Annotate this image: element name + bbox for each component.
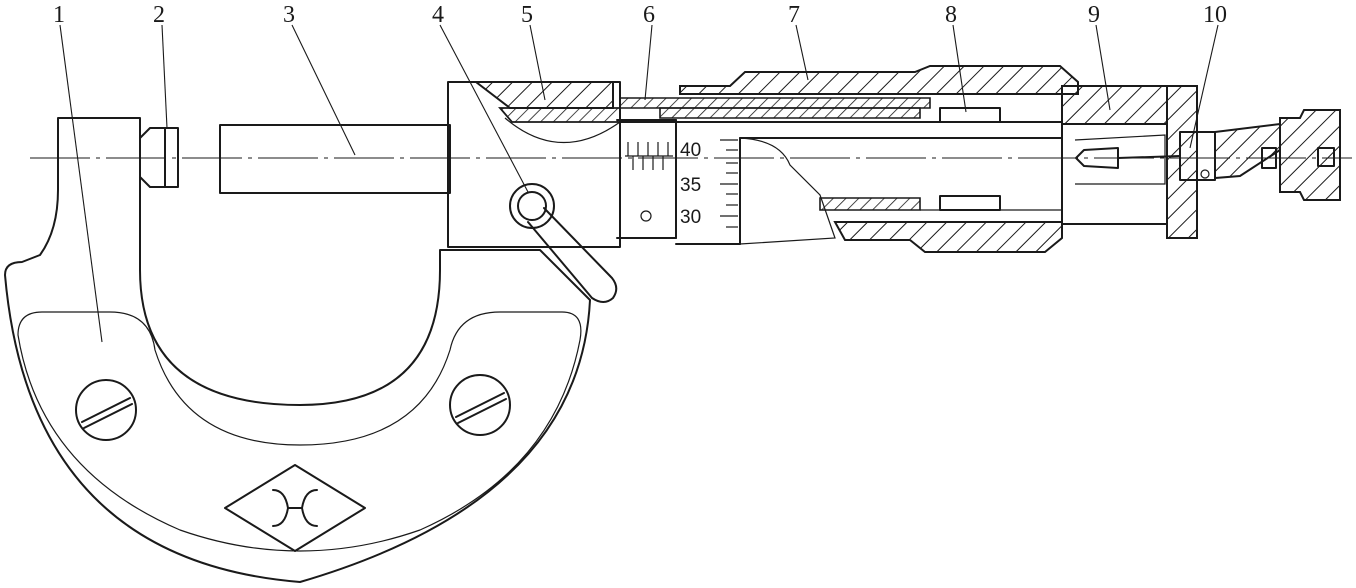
callout-4: 4 (432, 2, 444, 28)
sleeve-body (447, 81, 621, 303)
thimble-scale-40: 40 (680, 140, 701, 161)
callout-10: 10 (1203, 2, 1227, 28)
sleeve-scale (625, 142, 673, 222)
callout-9: 9 (1088, 2, 1100, 28)
frame-screw-left (75, 379, 137, 441)
callout-8: 8 (945, 2, 957, 28)
maker-logo (224, 464, 366, 552)
thimble-scale-35: 35 (680, 175, 701, 196)
callout-6: 6 (643, 2, 655, 28)
ratchet-knob (1179, 109, 1341, 201)
leader-lines (59, 24, 1219, 343)
callout-3: 3 (283, 2, 295, 28)
lock-lever (509, 183, 618, 303)
ratchet-housing (1061, 85, 1198, 239)
callout-numbers: 1 2 3 4 5 6 7 8 9 10 (53, 2, 1227, 28)
spindle (219, 124, 451, 194)
callout-7: 7 (788, 2, 800, 28)
frame-screw-right (449, 374, 511, 436)
frame (4, 117, 591, 583)
callout-2: 2 (153, 2, 165, 28)
thimble-scale: 40 35 30 (680, 139, 738, 228)
thimble: 40 35 30 (616, 119, 741, 245)
thimble-scale-30: 30 (680, 207, 701, 228)
callout-1: 1 (53, 2, 65, 28)
callout-5: 5 (521, 2, 533, 28)
